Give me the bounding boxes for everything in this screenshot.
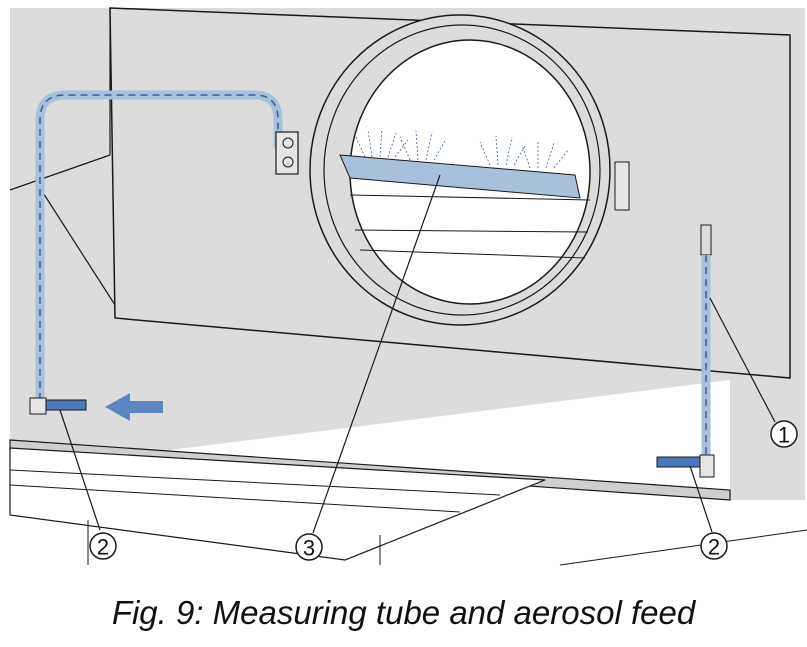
arrow-left-icon [105, 393, 163, 421]
cabinet-illustration: 1 2 2 3 [9, 7, 807, 566]
callout-leader [312, 174, 441, 534]
diagonal-edge-upper [9, 154, 111, 191]
svg-text:2: 2 [97, 535, 109, 560]
svg-text:1: 1 [778, 423, 790, 448]
callout-2-left: 2 [89, 532, 117, 560]
circular-opening-ring [323, 24, 601, 316]
svg-text:2: 2 [708, 535, 720, 560]
bracket-hole-icon [282, 137, 294, 149]
diagonal-edge [39, 187, 116, 306]
aerosol-feed-left [29, 397, 87, 415]
callout-1: 1 [770, 420, 798, 448]
interior-line [359, 249, 586, 259]
callout-leader [689, 465, 713, 533]
tray-line [9, 484, 461, 513]
callout-3: 3 [295, 533, 323, 561]
aerosol-distribution-tube [339, 154, 581, 199]
right-bracket [614, 161, 630, 211]
interior-line [349, 194, 591, 201]
svg-text:3: 3 [303, 536, 315, 561]
measuring-tube-left-dash [39, 94, 279, 400]
work-tray [9, 447, 546, 561]
aerosol-spray-icon [354, 128, 569, 169]
bracket-hole-icon [282, 156, 294, 168]
figure-caption: Fig. 9: Measuring tube and aerosol feed [111, 594, 696, 631]
floor-line [559, 529, 807, 566]
interior-line [354, 229, 589, 233]
callout-leader [59, 409, 101, 531]
callout-leader [709, 297, 776, 423]
tray-line [9, 469, 501, 496]
aerosol-feed-right [656, 454, 715, 478]
tube-nozzle [700, 224, 712, 256]
callout-2-right: 2 [700, 532, 728, 560]
